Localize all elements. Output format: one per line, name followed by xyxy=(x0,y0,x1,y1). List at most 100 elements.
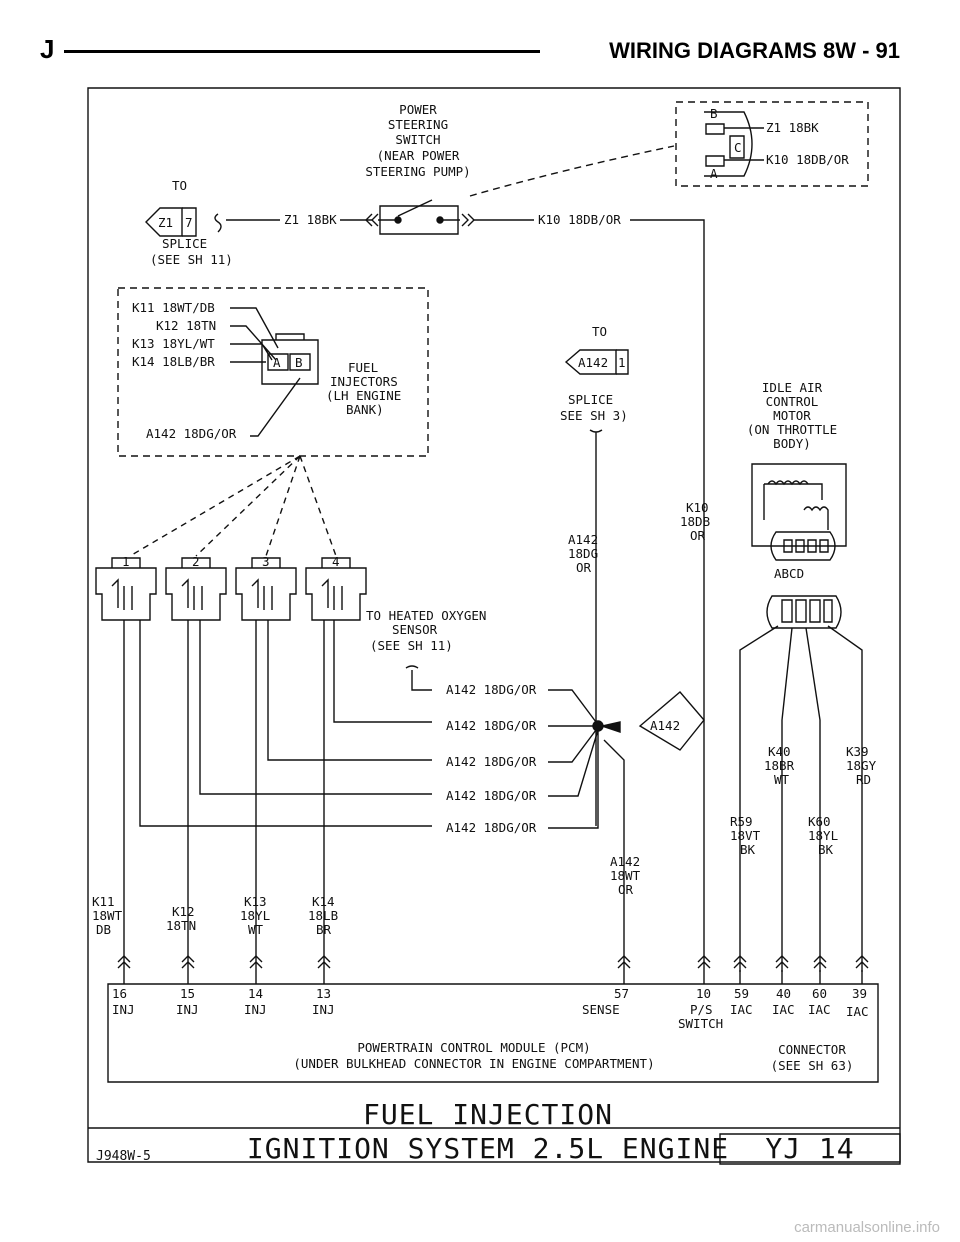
svg-text:1: 1 xyxy=(618,355,626,370)
svg-text:39: 39 xyxy=(852,986,867,1001)
svg-text:(UNDER BULKHEAD CONNECTOR IN E: (UNDER BULKHEAD CONNECTOR IN ENGINE COMP… xyxy=(293,1056,654,1071)
svg-text:7: 7 xyxy=(185,215,193,230)
svg-text:INJECTORS: INJECTORS xyxy=(330,374,398,389)
svg-text:OR: OR xyxy=(618,882,634,897)
svg-text:C: C xyxy=(734,140,742,155)
svg-text:K11: K11 xyxy=(92,894,115,909)
svg-text:K13 18YL/WT: K13 18YL/WT xyxy=(132,336,215,351)
svg-text:(ON THROTTLE: (ON THROTTLE xyxy=(747,422,837,437)
svg-text:K60: K60 xyxy=(808,814,831,829)
svg-text:18VT: 18VT xyxy=(730,828,761,843)
k10-vert-label: K10 18DB OR xyxy=(680,500,710,543)
a142-bus xyxy=(548,689,599,829)
svg-text:INJ: INJ xyxy=(244,1002,267,1017)
svg-text:ABCD: ABCD xyxy=(774,566,804,581)
svg-text:K12 18TN: K12 18TN xyxy=(156,318,216,333)
svg-text:BR: BR xyxy=(316,922,332,937)
svg-text:SPLICE: SPLICE xyxy=(568,392,613,407)
a142-wire-labels: A142 18DG/OR A142 18DG/OR A142 18DG/OR A… xyxy=(446,682,537,835)
svg-text:(LH ENGINE: (LH ENGINE xyxy=(326,388,401,403)
svg-text:K12: K12 xyxy=(172,904,195,919)
a142wt-label: A142 18WT OR xyxy=(610,854,641,897)
svg-text:SWITCH: SWITCH xyxy=(395,132,440,147)
svg-text:60: 60 xyxy=(812,986,827,1001)
connector-ref: CONNECTOR (SEE SH 63) xyxy=(771,1042,854,1073)
svg-text:10: 10 xyxy=(696,986,711,1001)
wire-label-k10: K10 18DB/OR xyxy=(538,212,621,227)
svg-text:MOTOR: MOTOR xyxy=(773,408,811,423)
footer-rule xyxy=(88,1127,901,1165)
injector-4: 4 xyxy=(305,554,432,970)
svg-text:2: 2 xyxy=(192,554,200,569)
iac-label: IDLE AIR CONTROL MOTOR (ON THROTTLE BODY… xyxy=(747,380,837,451)
svg-text:(NEAR POWER: (NEAR POWER xyxy=(377,148,460,163)
svg-text:POWER: POWER xyxy=(399,102,437,117)
svg-text:18BR: 18BR xyxy=(764,758,795,773)
svg-text:BK: BK xyxy=(740,842,756,857)
svg-text:18YL: 18YL xyxy=(808,828,838,843)
svg-text:OR: OR xyxy=(690,528,706,543)
svg-text:WT: WT xyxy=(774,772,790,787)
svg-text:1: 1 xyxy=(122,554,130,569)
svg-text:R59: R59 xyxy=(730,814,753,829)
svg-text:57: 57 xyxy=(614,986,629,1001)
splice-z1: Z1 7 SPLICE (SEE SH 11) xyxy=(145,207,233,267)
svg-text:A: A xyxy=(710,166,718,181)
svg-text:A142 18DG/OR: A142 18DG/OR xyxy=(446,820,537,835)
svg-text:A142 18DG/OR: A142 18DG/OR xyxy=(446,682,537,697)
svg-text:A: A xyxy=(273,355,281,370)
svg-text:IAC: IAC xyxy=(772,1002,795,1017)
svg-text:BANK): BANK) xyxy=(346,402,384,417)
svg-text:B: B xyxy=(295,355,303,370)
svg-text:SPLICE: SPLICE xyxy=(162,236,207,251)
svg-text:18WT: 18WT xyxy=(92,908,123,923)
svg-text:3: 3 xyxy=(262,554,270,569)
svg-text:STEERING: STEERING xyxy=(388,117,448,132)
power-steering-switch xyxy=(378,199,460,235)
svg-text:OR: OR xyxy=(576,560,592,575)
svg-text:BK: BK xyxy=(818,842,834,857)
footer-page: YJ 14 xyxy=(765,1132,854,1165)
svg-text:IAC: IAC xyxy=(846,1004,869,1019)
injector-fan-lines xyxy=(129,455,337,557)
svg-text:13: 13 xyxy=(316,986,331,1001)
footer-title-2: IGNITION SYSTEM 2.5L ENGINE xyxy=(247,1132,729,1165)
svg-text:CONTROL: CONTROL xyxy=(766,394,819,409)
svg-text:A142: A142 xyxy=(650,718,680,733)
svg-text:Z1 18BK: Z1 18BK xyxy=(766,120,819,135)
svg-text:INJ: INJ xyxy=(312,1002,335,1017)
svg-text:K10 18DB/OR: K10 18DB/OR xyxy=(766,152,849,167)
svg-text:18YL: 18YL xyxy=(240,908,270,923)
svg-text:K39: K39 xyxy=(846,744,869,759)
svg-text:Z1: Z1 xyxy=(158,215,173,230)
svg-text:K10: K10 xyxy=(686,500,709,515)
svg-text:A142: A142 xyxy=(568,532,598,547)
svg-text:K13: K13 xyxy=(244,894,267,909)
svg-text:K14: K14 xyxy=(312,894,335,909)
iac-motor: ABCD xyxy=(739,463,863,972)
watermark: carmanualsonline.info xyxy=(794,1219,940,1236)
svg-text:(SEE SH 11): (SEE SH 11) xyxy=(370,638,453,653)
svg-text:K40: K40 xyxy=(768,744,791,759)
svg-text:15: 15 xyxy=(180,986,195,1001)
svg-text:SWITCH: SWITCH xyxy=(678,1016,723,1031)
svg-text:A142 18DG/OR: A142 18DG/OR xyxy=(446,754,537,769)
iac-wire-labels: K40 18BR WT K39 18GY RD R59 18VT BK K60 … xyxy=(730,744,877,857)
svg-text:14: 14 xyxy=(248,986,263,1001)
pcm-pins: 16 INJ 15 INJ 14 INJ 13 INJ 57 SENSE 10 … xyxy=(112,986,869,1031)
injectors: 1 2 3 4 xyxy=(95,554,432,970)
pcm-box xyxy=(107,983,879,1083)
svg-text:A142 18DG/OR: A142 18DG/OR xyxy=(446,718,537,733)
svg-text:B: B xyxy=(710,106,718,121)
svg-text:16: 16 xyxy=(112,986,127,1001)
svg-text:FUEL: FUEL xyxy=(348,360,378,375)
svg-text:P/S: P/S xyxy=(690,1002,713,1017)
to-label-1: TO xyxy=(172,178,187,193)
svg-text:A142: A142 xyxy=(610,854,640,869)
svg-text:TO HEATED OXYGEN: TO HEATED OXYGEN xyxy=(366,608,486,623)
svg-text:K11 18WT/DB: K11 18WT/DB xyxy=(132,300,215,315)
svg-text:RD: RD xyxy=(856,772,871,787)
svg-text:SENSOR: SENSOR xyxy=(392,622,438,637)
svg-text:A142 18DG/OR: A142 18DG/OR xyxy=(146,426,237,441)
svg-text:40: 40 xyxy=(776,986,791,1001)
